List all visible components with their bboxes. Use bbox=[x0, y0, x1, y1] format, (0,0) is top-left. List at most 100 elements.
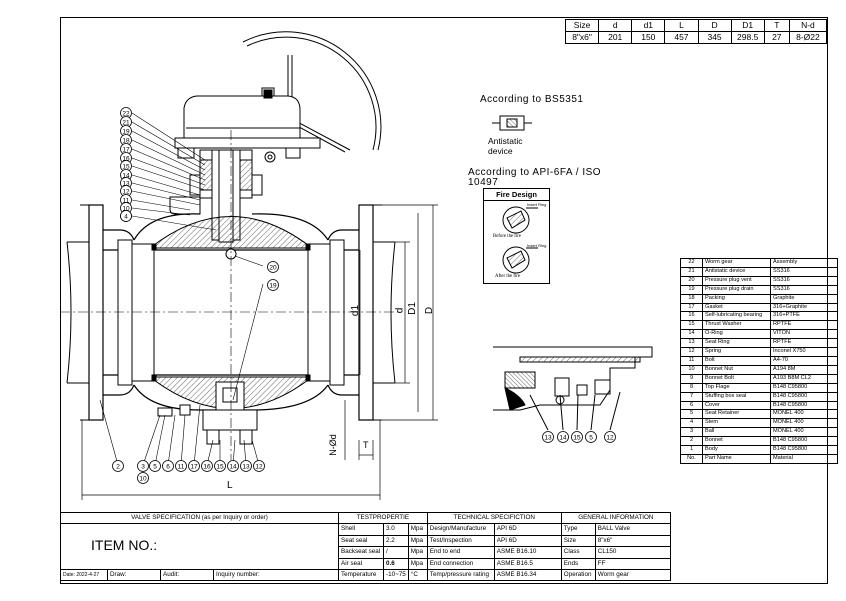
part-no: 18 bbox=[680, 293, 703, 304]
part-balloon-number: 12 bbox=[255, 463, 263, 470]
valve-spec-title: VALVE SPECIFICATION (as per Inquiry or o… bbox=[60, 511, 339, 525]
test-value: 2.2 bbox=[383, 534, 409, 548]
part-balloon-number: 16 bbox=[203, 463, 211, 470]
test-unit: Mpa bbox=[407, 557, 428, 571]
part-material: SS316 bbox=[770, 275, 838, 286]
part-name: Worm gear bbox=[702, 258, 771, 268]
part-no: 8 bbox=[680, 382, 703, 393]
part-balloon: 4 bbox=[120, 210, 132, 222]
part-no: 13 bbox=[680, 338, 703, 349]
part-balloon: 20 bbox=[267, 261, 279, 273]
item-no-label: ITEM NO.: bbox=[91, 536, 158, 553]
tech-title: TECHNICAL SPECIFICTION bbox=[426, 511, 562, 525]
general-value: 8"x6" bbox=[594, 534, 671, 548]
general-label: Operation bbox=[560, 569, 596, 582]
dim-value: 298.5 bbox=[730, 31, 765, 44]
part-balloon: 15 bbox=[571, 431, 583, 443]
part-balloon: 15 bbox=[214, 460, 226, 472]
part-name: Bonnet Bolt bbox=[702, 373, 771, 384]
part-balloon: 5 bbox=[585, 431, 597, 443]
insert-ring-label: Insert Ring bbox=[527, 202, 547, 207]
dimension-value-row: 8"x6" 201 150 457 345 298.5 27 8-Ø22 bbox=[564, 31, 828, 44]
part-balloon: 17 bbox=[188, 460, 200, 472]
part-no: 17 bbox=[680, 302, 703, 313]
seat-rings bbox=[117, 239, 345, 386]
footer-date: Date: 2022-4-27 bbox=[60, 569, 108, 582]
part-name: Seat Retainer bbox=[702, 409, 771, 420]
leader-lines bbox=[99, 112, 264, 466]
general-value: BALL Valve bbox=[594, 523, 671, 536]
part-balloon-number: 6 bbox=[166, 463, 170, 470]
spec-filler bbox=[669, 512, 828, 581]
spec-title-block: VALVE SPECIFICATION (as per Inquiry or o… bbox=[60, 511, 829, 582]
part-no: 19 bbox=[680, 284, 703, 295]
spec-row: Seat seal 2.2 Mpa Test/Inspection API 6D… bbox=[61, 534, 829, 548]
part-balloon-number: 14 bbox=[559, 434, 567, 441]
spec-row: ITEM NO.: Shell 3.0 Mpa Design/Manufactu… bbox=[60, 523, 829, 571]
part-balloon-number: 19 bbox=[122, 128, 130, 135]
part-no: 2 bbox=[680, 436, 703, 447]
part-material: B148 C95800 bbox=[770, 400, 838, 411]
part-material: B148 C95800 bbox=[770, 382, 838, 393]
test-label: Seat seal bbox=[338, 534, 384, 548]
footer-audit: Audit: bbox=[160, 569, 214, 582]
part-balloon: 19 bbox=[120, 125, 132, 137]
part-no: 22 bbox=[680, 258, 703, 268]
dim-value: 201 bbox=[598, 31, 633, 44]
dimension-header-row: Size d d1 L D D1 T N-d bbox=[564, 19, 828, 32]
part-balloon: 6 bbox=[162, 460, 174, 472]
parts-header-name: Part Name bbox=[702, 453, 771, 464]
tech-label: End to end bbox=[426, 546, 495, 559]
part-balloon: 19 bbox=[267, 279, 279, 291]
part-name: Spring bbox=[702, 347, 771, 357]
drain-plug bbox=[157, 404, 191, 417]
part-balloon-number: 11 bbox=[178, 463, 185, 470]
part-no: 5 bbox=[680, 409, 703, 420]
tech-label: Temp/pressure rating bbox=[426, 569, 495, 582]
fire-after-label: After the fire bbox=[495, 274, 521, 279]
tech-value: ASME B16.5 bbox=[493, 557, 562, 571]
dim-label-L: L bbox=[227, 480, 233, 491]
spec-row: Air seal 0.6 Mpa End connection ASME B16… bbox=[61, 557, 829, 571]
part-no: 3 bbox=[680, 427, 703, 438]
part-balloon-number: 14 bbox=[122, 172, 130, 179]
general-label: Size bbox=[560, 534, 596, 548]
part-name: Bonnet bbox=[702, 436, 771, 447]
part-balloon-number: 13 bbox=[544, 434, 552, 441]
part-balloon-number: 2 bbox=[116, 463, 120, 470]
test-value: / bbox=[383, 546, 409, 559]
part-balloon: 11 bbox=[175, 460, 187, 472]
part-material: MONEL 400 bbox=[770, 409, 838, 420]
part-name: Seat Ring bbox=[702, 338, 771, 349]
part-balloon-number: 13 bbox=[242, 463, 250, 470]
part-balloon: 12 bbox=[120, 185, 132, 197]
centerlines bbox=[60, 130, 400, 460]
part-balloon-number: 11 bbox=[123, 197, 130, 204]
part-material: B148 C95800 bbox=[770, 391, 838, 402]
dim-label-D1: D1 bbox=[406, 302, 418, 315]
part-balloon-number: 12 bbox=[122, 188, 130, 195]
test-label: Air seal bbox=[338, 557, 384, 571]
parts-header-material: Material bbox=[770, 453, 838, 464]
seat-detail bbox=[493, 346, 653, 431]
part-name: Packing bbox=[702, 293, 771, 304]
part-balloon: 2 bbox=[112, 460, 124, 472]
part-no: 7 bbox=[680, 391, 703, 402]
note-device: device bbox=[488, 146, 513, 156]
part-material: 316+Graphite bbox=[770, 302, 838, 313]
dim-label-Nd: N-Ød bbox=[327, 434, 338, 456]
test-label: Backseat seal bbox=[338, 546, 384, 559]
part-material: SS316 bbox=[770, 284, 838, 295]
dim-label-d: d bbox=[394, 307, 406, 314]
part-balloon: 14 bbox=[227, 460, 239, 472]
